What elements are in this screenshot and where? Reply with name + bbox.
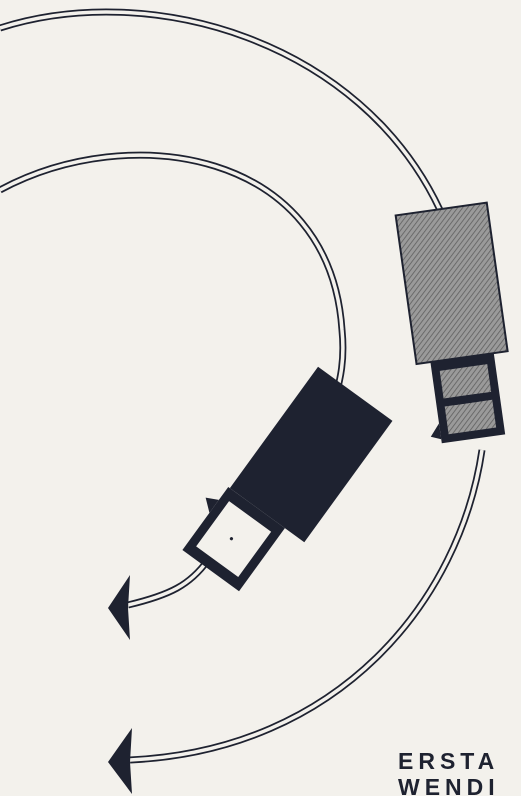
caption-line-2: WENDI [398,774,500,796]
inner-turning-path [0,151,347,609]
caption-line-1: ERSTA [398,748,500,774]
left-arrowhead-icon [108,728,132,794]
diagram-caption: ERSTA WENDI [398,748,500,796]
truck-top-view-icon [182,366,393,592]
left-arrowhead-icon [108,575,130,640]
truck-top-view-icon [394,201,509,444]
outer-turning-path [0,8,486,764]
